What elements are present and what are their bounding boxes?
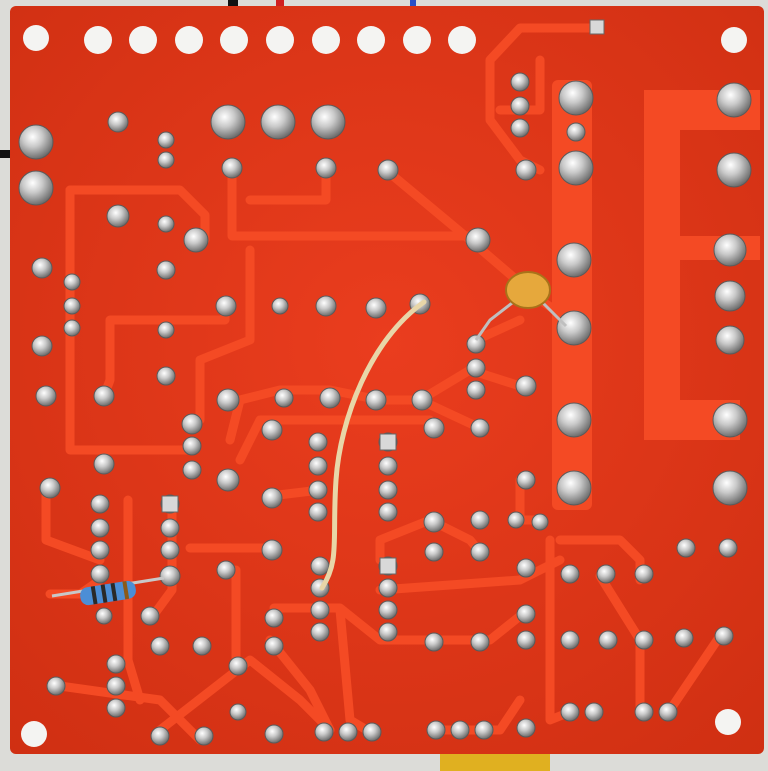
solder-joints <box>18 72 752 746</box>
jumper-wire <box>319 299 427 591</box>
board-holes <box>21 25 747 747</box>
ceramic-capacitor <box>474 271 568 341</box>
power-bus <box>552 80 760 510</box>
resistor <box>51 576 165 606</box>
square-pads <box>161 19 605 575</box>
